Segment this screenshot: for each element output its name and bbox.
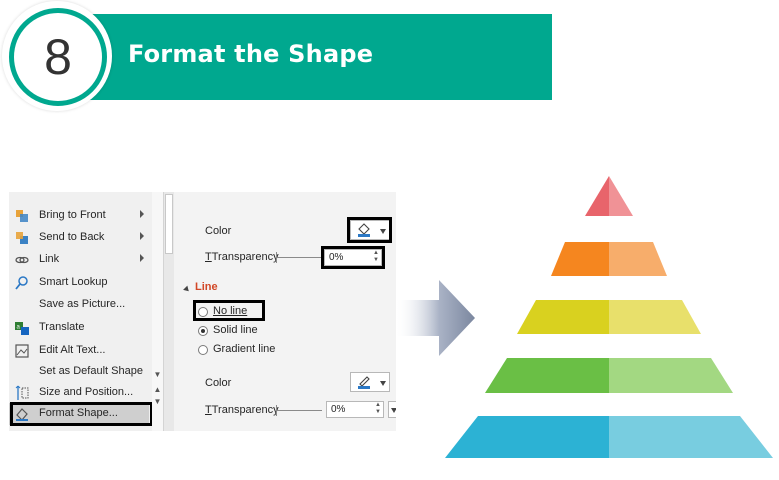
overflow-dropdown[interactable] bbox=[388, 401, 396, 418]
context-menu: Bring to Front Send to Back Link Smart L… bbox=[9, 192, 164, 431]
right-arrow-icon bbox=[395, 280, 475, 356]
menu-item-set-default-shape[interactable]: Set as Default Shape bbox=[9, 361, 149, 383]
menu-item-label: Format Shape... bbox=[39, 407, 118, 419]
step-badge: 8 bbox=[2, 1, 112, 111]
menu-item-label: Edit Alt Text... bbox=[39, 344, 106, 356]
highlight-format-shape bbox=[10, 402, 153, 426]
fill-color-label: Color bbox=[205, 225, 232, 237]
pyramid-diagram bbox=[445, 176, 773, 458]
scroll-thumb[interactable] bbox=[165, 194, 173, 254]
translate-icon: a bbox=[15, 322, 29, 335]
pyramid-level-5-right bbox=[609, 416, 773, 458]
paint-bucket-icon bbox=[358, 223, 370, 237]
submenu-arrow-icon bbox=[140, 254, 144, 262]
powerpoint-screenshot: Bring to Front Send to Back Link Smart L… bbox=[9, 192, 396, 431]
fill-transparency-value: 0% bbox=[329, 252, 344, 263]
title-banner bbox=[60, 14, 552, 100]
scroll-down-icon[interactable]: ▼ bbox=[153, 397, 162, 406]
menu-item-label: Smart Lookup bbox=[39, 276, 108, 288]
format-shape-icon bbox=[16, 408, 28, 421]
gradient-line-label: Gradient line bbox=[213, 343, 276, 355]
menu-scrollbar[interactable]: ▼ ▲ ▼ bbox=[152, 192, 163, 431]
fill-transparency-label: TTransparency bbox=[205, 251, 279, 263]
send-to-back-icon bbox=[16, 232, 28, 244]
svg-text:a: a bbox=[17, 325, 21, 331]
bring-to-front-icon bbox=[16, 210, 28, 222]
line-transparency-input[interactable]: 0% ▲▼ bbox=[326, 401, 384, 418]
pyramid-level-4-left bbox=[485, 358, 609, 393]
menu-item-send-to-back[interactable]: Send to Back bbox=[9, 227, 149, 249]
highlight-no-line bbox=[193, 300, 265, 321]
radio-solid-line[interactable] bbox=[198, 326, 208, 336]
menu-item-label: Send to Back bbox=[39, 231, 105, 243]
fill-transparency-input[interactable]: 0% ▲▼ bbox=[324, 249, 382, 266]
spinner-icon[interactable]: ▲▼ bbox=[373, 250, 379, 263]
menu-item-label: Size and Position... bbox=[39, 386, 134, 398]
pyramid-level-3-left bbox=[517, 300, 609, 334]
link-icon bbox=[15, 256, 29, 264]
menu-item-save-as-picture[interactable]: Save as Picture... bbox=[9, 294, 149, 316]
no-line-label: No line bbox=[213, 305, 248, 317]
menu-item-label: Link bbox=[39, 253, 60, 265]
submenu-arrow-icon bbox=[140, 210, 144, 218]
line-transparency-slider[interactable] bbox=[276, 405, 322, 416]
menu-item-label: Save as Picture... bbox=[39, 298, 126, 310]
highlight-fill-color bbox=[347, 217, 392, 243]
dropdown-arrow-icon bbox=[380, 229, 386, 234]
size-position-icon bbox=[15, 385, 29, 400]
radio-no-line[interactable] bbox=[198, 307, 208, 317]
menu-item-translate[interactable]: a Translate bbox=[9, 317, 149, 339]
menu-item-smart-lookup[interactable]: Smart Lookup bbox=[9, 272, 149, 294]
pyramid-level-2-left bbox=[551, 242, 609, 276]
dropdown-arrow-icon bbox=[391, 408, 396, 413]
pyramid-level-2-right bbox=[609, 242, 667, 276]
spinner-icon[interactable]: ▲▼ bbox=[375, 402, 381, 415]
collapse-icon[interactable] bbox=[183, 285, 191, 294]
pyramid-level-1-left bbox=[585, 176, 609, 216]
solid-line-label: Solid line bbox=[213, 324, 258, 336]
line-color-label: Color bbox=[205, 377, 232, 389]
line-transparency-label: TTransparency bbox=[205, 404, 279, 416]
scroll-up-icon[interactable]: ▲ bbox=[153, 385, 162, 394]
submenu-arrow-icon bbox=[140, 232, 144, 240]
menu-item-edit-alt-text[interactable]: Edit Alt Text... bbox=[9, 340, 149, 362]
pyramid-level-1-right bbox=[609, 176, 633, 216]
highlight-fill-transparency bbox=[321, 246, 385, 269]
menu-item-size-and-position[interactable]: Size and Position... bbox=[9, 382, 149, 404]
pen-icon bbox=[358, 376, 370, 389]
menu-item-label: Set as Default Shape bbox=[39, 365, 143, 377]
pyramid-level-4-right bbox=[609, 358, 733, 393]
radio-gradient-line[interactable] bbox=[198, 345, 208, 355]
line-transparency-text: Transparency bbox=[211, 404, 279, 416]
menu-item-bring-to-front[interactable]: Bring to Front bbox=[9, 205, 149, 227]
page-title: Format the Shape bbox=[128, 40, 374, 68]
search-icon bbox=[15, 276, 28, 290]
menu-item-link[interactable]: Link bbox=[9, 249, 149, 271]
pyramid-level-3-right bbox=[609, 300, 701, 334]
menu-item-label: Translate bbox=[39, 321, 85, 333]
fill-transparency-slider[interactable] bbox=[276, 252, 322, 263]
step-number: 8 bbox=[9, 8, 107, 106]
menu-item-label: Bring to Front bbox=[39, 209, 106, 221]
line-color-button[interactable] bbox=[350, 372, 390, 392]
scroll-down-icon[interactable]: ▼ bbox=[153, 370, 162, 379]
alt-text-icon bbox=[15, 344, 29, 358]
line-section-header[interactable]: Line bbox=[195, 281, 218, 293]
fill-transparency-text: Transparency bbox=[211, 251, 279, 263]
pyramid-level-5-left bbox=[445, 416, 609, 458]
menu-item-format-shape[interactable]: Format Shape... bbox=[9, 403, 149, 425]
format-shape-pane: Color TTransparency 0% ▲▼ Line No line S… bbox=[164, 192, 396, 431]
pane-scrollbar[interactable] bbox=[164, 192, 174, 431]
line-transparency-value: 0% bbox=[331, 404, 346, 415]
dropdown-arrow-icon bbox=[380, 381, 386, 386]
